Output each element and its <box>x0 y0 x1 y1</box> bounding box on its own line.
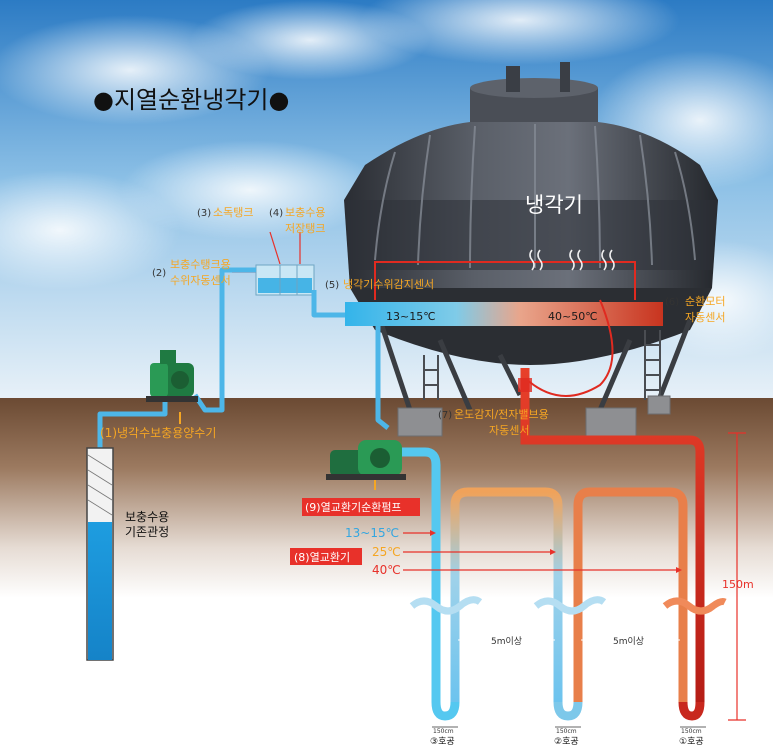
svg-text:온도감지/전자밸브용: 온도감지/전자밸브용 <box>454 408 549 421</box>
supply-pipes <box>97 267 390 480</box>
label-9: (9)열교환기순환펌프 <box>302 498 420 516</box>
svg-text:(1)냉각수보충용양수기: (1)냉각수보충용양수기 <box>100 426 216 440</box>
basin-cold-temp: 13~15℃ <box>386 310 436 323</box>
valve <box>518 378 532 392</box>
depth-label: 150m <box>722 578 754 591</box>
u-tube-2 <box>450 487 563 702</box>
label-8: (8)열교환기 <box>290 548 362 565</box>
label-4: (4) 보충수용 저장탱크 <box>269 206 325 235</box>
svg-text:보충수탱크용: 보충수탱크용 <box>170 258 231 271</box>
svg-text:(7): (7) <box>438 410 452 421</box>
supply-pump <box>146 350 198 402</box>
svg-text:냉각기수위감지센서: 냉각기수위감지센서 <box>343 278 434 291</box>
circulation-loop <box>374 261 636 397</box>
well-label-line2: 기존관정 <box>125 525 169 539</box>
basin-hot-temp: 40~50℃ <box>548 310 598 323</box>
cold-downpipe <box>402 447 441 702</box>
svg-text:보충수용: 보충수용 <box>285 206 325 219</box>
svg-text:(3): (3) <box>197 208 211 219</box>
label-6: (6) 순환모터 자동센서 <box>665 295 725 324</box>
spacing-label-2: 5m이상 <box>613 636 644 647</box>
temp-40: 40℃ <box>372 563 401 577</box>
tower-label: 냉각기 <box>525 193 583 217</box>
bore-3: ③호공 <box>430 736 455 746</box>
svg-text:(5): (5) <box>325 280 339 291</box>
exchanger-pump <box>326 440 406 490</box>
existing-well <box>86 447 114 661</box>
u-bottoms <box>431 701 705 721</box>
steam-waves <box>529 249 615 271</box>
u-tube-1 <box>573 487 688 702</box>
temp-arrows <box>403 530 682 573</box>
svg-text:자동센서: 자동센서 <box>685 311 725 324</box>
well-label-line1: 보충수용 <box>125 510 169 524</box>
svg-text:저장탱크: 저장탱크 <box>285 222 325 235</box>
label-3: (3) 소독탱크 <box>197 206 253 219</box>
label-7: (7) 온도감지/전자밸브용 자동센서 <box>438 408 549 437</box>
svg-text:자동센서: 자동센서 <box>489 424 529 437</box>
depth-dimension <box>728 432 746 721</box>
svg-text:(8)열교환기: (8)열교환기 <box>294 551 350 564</box>
spacing-label-1: 5m이상 <box>491 636 522 647</box>
svg-text:(9)열교환기순환펌프: (9)열교환기순환펌프 <box>305 501 402 514</box>
cooling-basin <box>345 302 663 326</box>
bore-1: ①호공 <box>679 736 704 746</box>
storage-tanks <box>255 264 315 296</box>
cooling-tower <box>344 62 718 437</box>
bore1-width: 150cm <box>681 728 702 735</box>
svg-text:(2): (2) <box>152 268 166 279</box>
label-2: (2) 보충수탱크용 수위자동센서 <box>152 258 231 287</box>
temp-25: 25℃ <box>372 545 401 559</box>
bore3-width: 150cm <box>433 728 454 735</box>
svg-text:(4): (4) <box>269 208 283 219</box>
svg-text:수위자동센서: 수위자동센서 <box>170 274 231 287</box>
svg-text:소독탱크: 소독탱크 <box>213 206 253 219</box>
label-1: (1)냉각수보충용양수기 <box>100 426 216 440</box>
pipe-break-marks <box>409 596 727 615</box>
hot-return-pipe <box>520 368 705 702</box>
temp-13-15: 13~15℃ <box>345 526 399 540</box>
bore-2: ②호공 <box>554 736 579 746</box>
svg-text:(6): (6) <box>665 297 679 308</box>
bore2-width: 150cm <box>556 728 577 735</box>
svg-text:순환모터: 순환모터 <box>685 295 725 308</box>
diagram-title: ●지열순환냉각기● <box>93 86 289 114</box>
label-5: (5) 냉각기수위감지센서 <box>325 278 434 291</box>
